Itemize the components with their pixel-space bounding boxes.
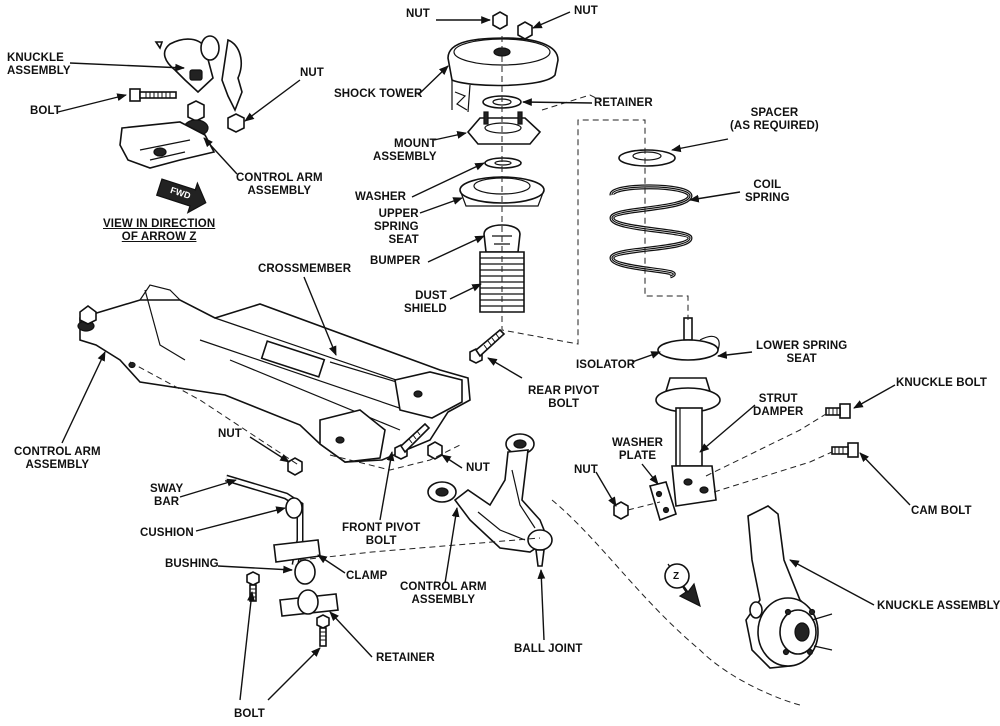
label-crossmember: CROSSMEMBER [258, 263, 352, 275]
knuckle-bolt-part [825, 403, 851, 419]
label-nut-top-right: NUT [574, 5, 598, 17]
label-retainer-bottom: RETAINER [376, 652, 435, 664]
label-isolator: ISOLATOR [576, 359, 636, 371]
label-front-pivot-bolt: FRONT PIVOT BOLT [342, 522, 421, 547]
label-nut-inset: NUT [300, 67, 324, 79]
label-spacer: SPACER (AS REQUIRED) [730, 107, 819, 132]
knuckle-assembly-part [745, 505, 833, 669]
label-strut-damper: STRUT DAMPER [753, 393, 804, 418]
label-control-arm-assembly-center: CONTROL ARM ASSEMBLY [400, 581, 487, 606]
label-control-arm-assembly-left: CONTROL ARM ASSEMBLY [14, 446, 101, 471]
label-coil-spring: COIL SPRING [745, 179, 790, 204]
bolt-bottom-right-part [316, 614, 330, 647]
z-marker [664, 563, 701, 608]
label-clamp: CLAMP [346, 570, 388, 582]
label-washer-plate: WASHER PLATE [612, 437, 664, 462]
label-control-arm-assembly-inset: CONTROL ARM ASSEMBLY [236, 172, 323, 197]
label-z-marker: Z [673, 571, 680, 582]
front-pivot-bolt-part [394, 422, 431, 460]
fwd-arrow [155, 178, 207, 214]
top-nut-right-part [517, 21, 533, 40]
nut-center-part [427, 441, 443, 460]
label-rear-pivot-bolt: REAR PIVOT BOLT [528, 385, 600, 410]
label-nut-left: NUT [218, 428, 242, 440]
assembly-dashed-lines [129, 36, 833, 706]
bolt-bottom-left-part [246, 571, 260, 602]
strut-nut-part [613, 501, 629, 520]
label-lower-spring-seat: LOWER SPRING SEAT [756, 340, 848, 365]
label-mount-assembly: MOUNT ASSEMBLY [373, 138, 437, 163]
strut-damper-group [613, 317, 721, 522]
washer-plate-part [648, 481, 677, 522]
label-nut-right: NUT [574, 464, 598, 476]
label-washer: WASHER [355, 191, 407, 203]
label-view-direction: VIEW IN DIRECTION OF ARROW Z [103, 218, 216, 243]
isolator-part [657, 339, 719, 361]
spacer-part [618, 149, 676, 167]
label-cushion: CUSHION [140, 527, 194, 539]
label-retainer-top: RETAINER [594, 97, 653, 109]
top-nut-part [492, 11, 508, 30]
mount-assembly-part [466, 117, 542, 145]
label-nut-center: NUT [466, 462, 490, 474]
label-sway-bar: SWAY BAR [150, 483, 184, 508]
label-bushing: BUSHING [165, 558, 219, 570]
inset-nut-part [227, 113, 245, 133]
label-dust-shield: DUST SHIELD [404, 290, 447, 315]
rear-pivot-bolt-part [469, 328, 506, 364]
label-ball-joint: BALL JOINT [514, 643, 583, 655]
label-shock-tower: SHOCK TOWER [334, 88, 423, 100]
label-knuckle-assembly-right: KNUCKLE ASSEMBLY [877, 600, 1000, 612]
leader-lines [57, 11, 911, 701]
label-cam-bolt: CAM BOLT [911, 505, 972, 517]
ball-joint-part [527, 529, 553, 551]
sway-bar-part [224, 474, 339, 617]
cushion-part [285, 497, 303, 519]
coil-spring-group [609, 149, 693, 279]
label-bumper: BUMPER [370, 255, 421, 267]
crossmember-part [77, 284, 471, 463]
label-upper-spring-seat: UPPER SPRING SEAT [374, 208, 419, 246]
shock-tower-part [447, 37, 559, 87]
label-knuckle-bolt: KNUCKLE BOLT [896, 377, 988, 389]
label-bolt-inset: BOLT [30, 105, 61, 117]
label-nut-top: NUT [406, 8, 430, 20]
label-knuckle-assembly-inset: KNUCKLE ASSEMBLY [7, 52, 71, 77]
bushing-part [294, 559, 316, 585]
washer-part [484, 157, 522, 169]
strut-mount-stack [447, 11, 559, 313]
nut-left-part [287, 457, 303, 476]
label-bolt-bottom: BOLT [234, 708, 265, 720]
inset-knuckle-view [119, 35, 245, 214]
inset-bolt-part [129, 88, 177, 102]
inset-knuckle-joint [189, 69, 203, 81]
cam-bolt-part [831, 442, 859, 458]
control-arm-part [427, 433, 553, 567]
